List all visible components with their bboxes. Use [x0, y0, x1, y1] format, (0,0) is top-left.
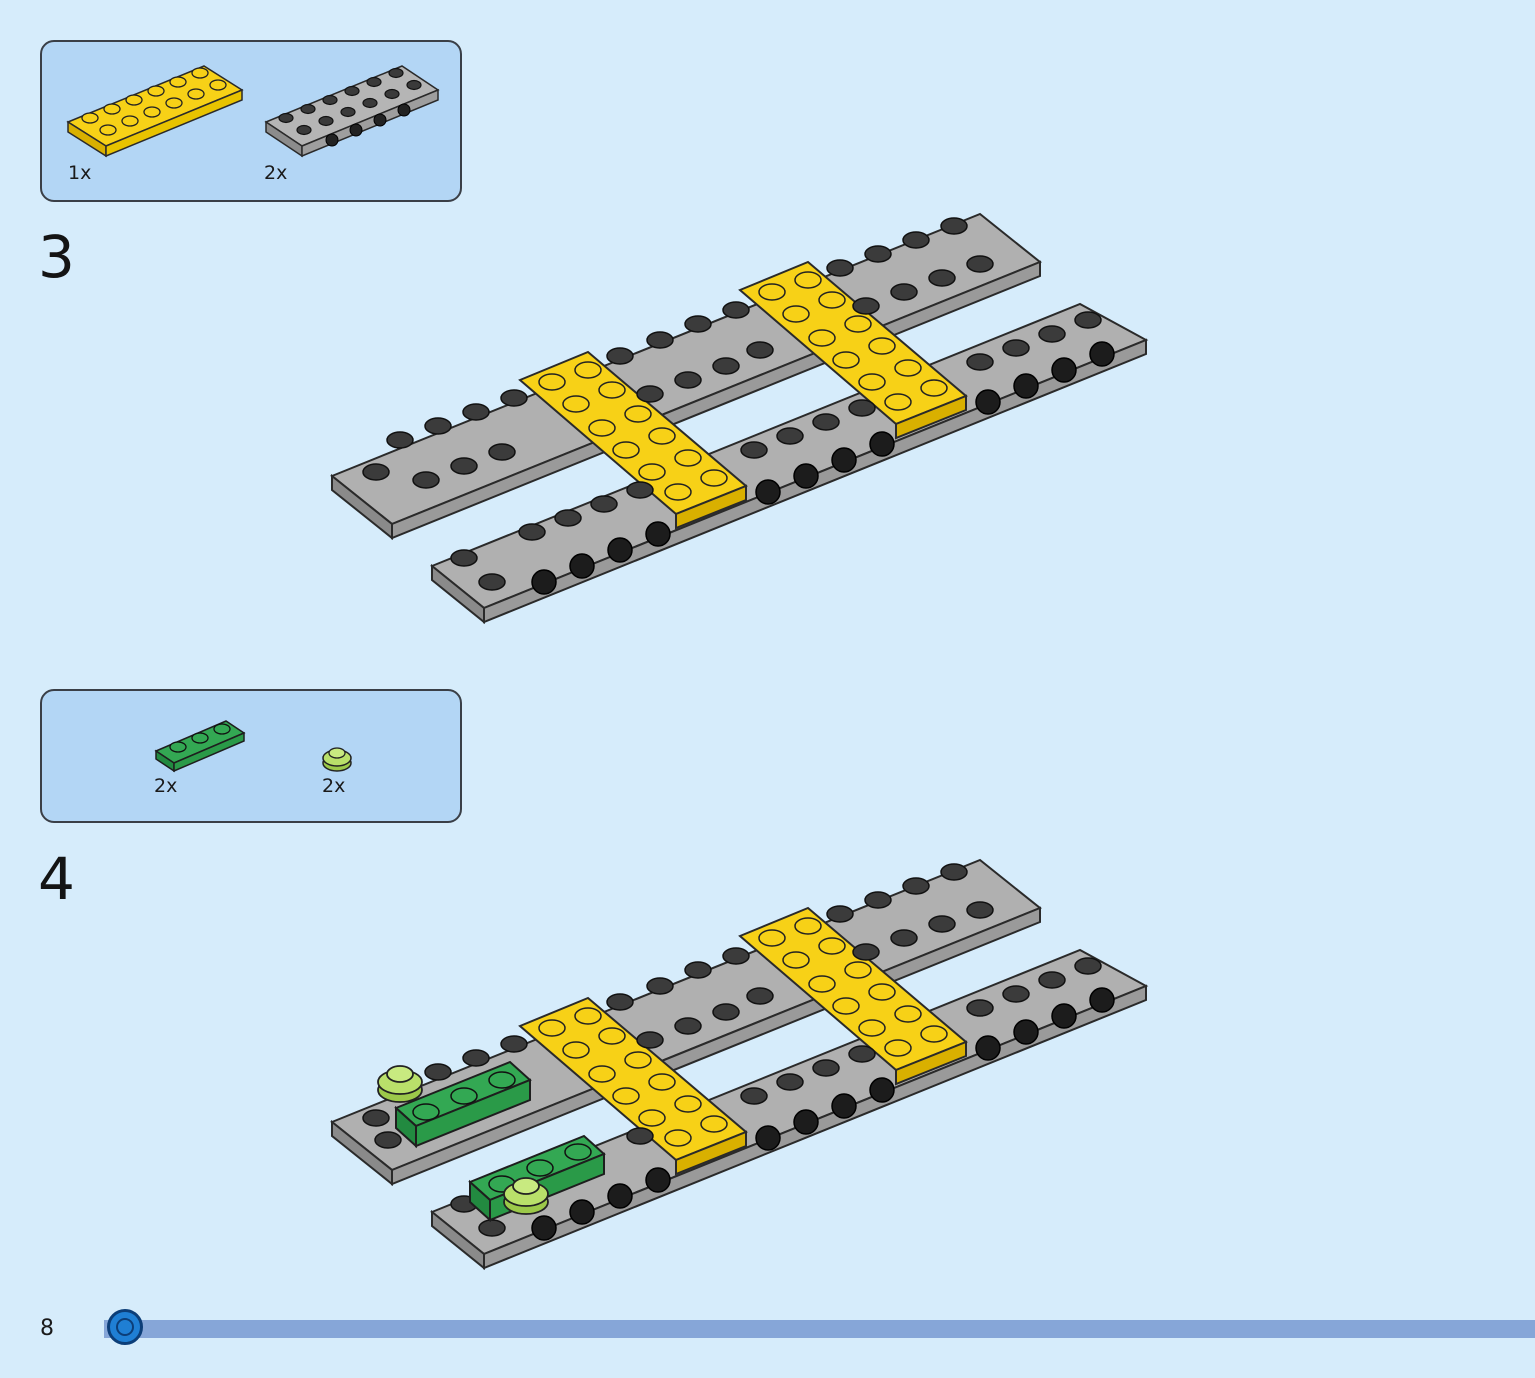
quantity-label: 1x — [68, 162, 92, 184]
step-4-build-illustration — [320, 856, 1160, 1286]
yellow-plate-2x6-icon — [64, 60, 244, 160]
parts-callout-step-3: 1x 2x — [40, 40, 462, 202]
step-number: 4 — [38, 845, 75, 913]
step-number: 3 — [38, 223, 75, 291]
green-plate-1x3-icon — [152, 715, 248, 775]
quantity-label: 2x — [264, 162, 288, 184]
grey-wheel-plate-icon — [262, 60, 442, 160]
quantity-label: 2x — [154, 775, 178, 797]
page-number: 8 — [40, 1316, 54, 1341]
lime-round-plate-icon — [320, 741, 354, 775]
progress-indicator-icon — [107, 1309, 143, 1345]
step-3-build-illustration — [320, 210, 1160, 640]
parts-callout-step-4: 2x 2x — [40, 689, 462, 823]
quantity-label: 2x — [322, 775, 346, 797]
progress-bar — [104, 1320, 1535, 1338]
